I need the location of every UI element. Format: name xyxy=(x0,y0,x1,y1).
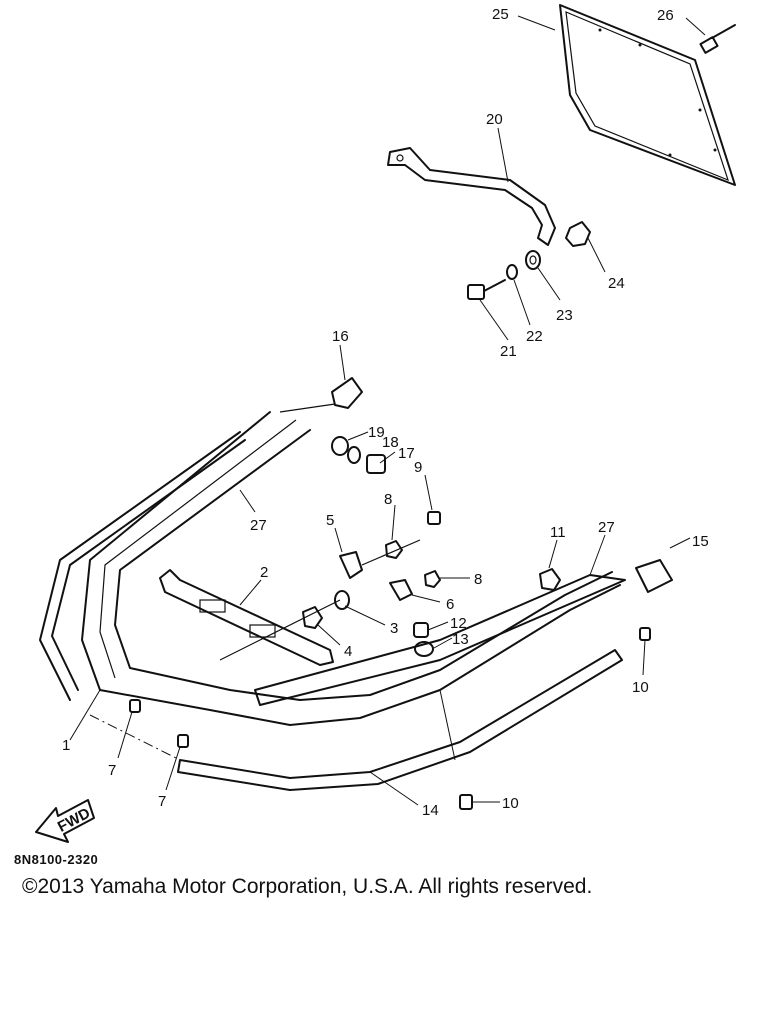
part-23-washer xyxy=(525,250,541,270)
callout-5: 5 xyxy=(326,512,334,529)
copyright-text: ©2013 Yamaha Motor Corporation, U.S.A. A… xyxy=(22,875,593,898)
part-10-screw xyxy=(639,627,651,641)
callout-1: 1 xyxy=(62,737,70,754)
callout-7-right: 7 xyxy=(158,793,166,810)
part-17-bolt xyxy=(366,454,386,474)
fwd-label: FWD xyxy=(55,805,93,836)
callout-19: 19 xyxy=(368,424,385,441)
part-20-stay xyxy=(387,147,556,246)
part-3-bolt xyxy=(219,590,350,661)
part-6-bracket xyxy=(389,579,413,601)
callout-2: 2 xyxy=(260,564,268,581)
fwd-arrow-icon: FWD xyxy=(35,799,95,843)
callout-27-left: 27 xyxy=(250,517,267,534)
leader-lines xyxy=(69,15,706,806)
part-12-cap xyxy=(413,622,429,638)
callout-17: 17 xyxy=(398,445,415,462)
callout-14: 14 xyxy=(422,802,439,819)
part-8-nut xyxy=(385,540,403,559)
callout-21: 21 xyxy=(500,343,517,360)
part-15-cap xyxy=(635,559,673,593)
part-11-nut xyxy=(539,568,561,591)
part-9-screw xyxy=(427,511,441,525)
part-5-bracket xyxy=(339,539,421,579)
callout-26: 26 xyxy=(657,7,674,24)
callout-23: 23 xyxy=(556,307,573,324)
callout-10-right: 10 xyxy=(632,679,649,696)
callout-8-right: 8 xyxy=(474,571,482,588)
callout-20: 20 xyxy=(486,111,503,128)
part-24-nut xyxy=(565,221,591,247)
callouts: 25 26 20 24 23 22 21 16 19 18 17 9 27 8 … xyxy=(62,6,709,819)
callout-11: 11 xyxy=(550,524,566,541)
callout-15: 15 xyxy=(692,533,709,550)
callout-22: 22 xyxy=(526,328,543,345)
callout-12: 12 xyxy=(450,615,467,632)
callout-24: 24 xyxy=(608,275,625,292)
callout-16: 16 xyxy=(332,328,349,345)
part-8-nut-b xyxy=(424,570,441,588)
part-16-clip xyxy=(279,377,363,413)
part-21-bolt xyxy=(467,279,506,300)
part-13-washer xyxy=(414,641,434,657)
part-18-washer xyxy=(347,446,361,464)
callout-4: 4 xyxy=(344,643,352,660)
part-25-panel xyxy=(559,4,736,186)
part-10-screw-b xyxy=(459,794,473,810)
callout-9: 9 xyxy=(414,459,422,476)
part-2-bracket xyxy=(159,569,334,666)
part-4-nut xyxy=(302,606,323,629)
part-27-trim-left xyxy=(39,431,246,701)
callout-10-bottom: 10 xyxy=(502,795,519,812)
callout-13: 13 xyxy=(452,631,469,648)
callout-25: 25 xyxy=(492,6,509,23)
part-19-washer xyxy=(331,436,349,456)
part-22-washer xyxy=(506,264,518,280)
callout-18: 18 xyxy=(382,434,399,451)
part-7-screw xyxy=(129,699,141,713)
callout-8-top: 8 xyxy=(384,491,392,508)
diagram-code: 8N8100-2320 xyxy=(14,852,99,867)
callout-27-right: 27 xyxy=(598,519,615,536)
part-7-screw-b xyxy=(177,734,189,748)
part-27-trim-right xyxy=(254,574,626,706)
callout-6: 6 xyxy=(446,596,454,613)
part-14-trim-lower xyxy=(89,649,623,791)
callout-7-left: 7 xyxy=(108,762,116,779)
callout-3: 3 xyxy=(390,620,398,637)
part-1-rail xyxy=(81,411,621,726)
part-26-rivet xyxy=(699,24,736,54)
